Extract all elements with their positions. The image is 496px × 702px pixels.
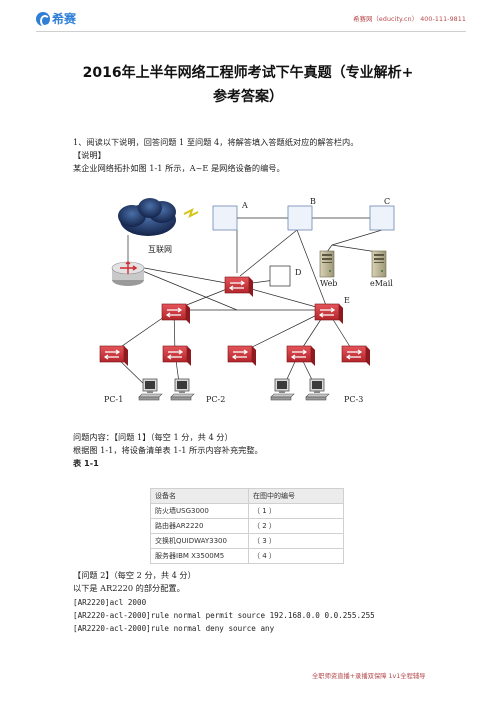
link-lightning-icon <box>183 208 199 218</box>
pc3a-computer-icon <box>270 378 295 401</box>
question-intro: 1、阅读以下说明，回答问题 1 至问题 4，将解答填入答题纸对应的解答栏内。 <box>73 137 359 147</box>
page-header: 希赛 希赛网（educity.cn） 400-111-9811 <box>36 8 466 32</box>
access-switch-5-icon <box>341 345 371 367</box>
access-switch-4-icon <box>286 345 316 367</box>
question2-heading: 【问题 2】（每空 2 分，共 4 分） <box>73 570 196 580</box>
brand-logo: 希赛 <box>36 10 76 27</box>
label-email: eMail <box>370 279 393 288</box>
label-pc1: PC-1 <box>104 395 123 404</box>
network-topology-diagram: 互联网 A B C D Web eMail E <box>99 197 395 404</box>
web-server-icon <box>319 250 335 278</box>
access-switch-3-icon <box>227 345 257 367</box>
page-title-line1: 2016年上半年网络工程师考试下午真题（专业解析+ <box>82 65 414 81</box>
table-cell: 防火墙USG3000 <box>150 503 249 519</box>
aggregation-switch-left-icon <box>161 303 191 325</box>
brand-logo-text: 希赛 <box>52 12 77 26</box>
internet-cloud <box>118 198 199 236</box>
table-cell: 交换机QUIDWAY3300 <box>150 533 249 549</box>
table-header-cell: 在图中的编号 <box>248 488 344 504</box>
question1-heading: 问题内容：【问题 1】（每空 1 分，共 4 分） <box>73 432 233 442</box>
table-row: 交换机QUIDWAY3300 （ 3 ） <box>150 533 344 549</box>
label-web: Web <box>320 279 337 288</box>
table-label: 表 1-1 <box>73 458 99 468</box>
aggregation-switch-e-icon <box>314 303 344 325</box>
device-box-a <box>212 205 238 231</box>
table-cell: （ 1 ） <box>248 503 344 519</box>
config-line-2: [AR2220-acl-2000]rule normal permit sour… <box>73 611 375 620</box>
email-server-icon <box>371 250 387 278</box>
topology-links <box>111 217 383 391</box>
label-pc3: PC-3 <box>344 395 363 404</box>
table-row: 服务器IBM X3500M5 （ 4 ） <box>150 548 344 564</box>
label-internet: 互联网 <box>148 245 172 254</box>
router-icon <box>111 261 145 286</box>
table-header-cell: 设备名 <box>150 488 249 504</box>
table-row: 防火墙USG3000 （ 1 ） <box>150 503 344 519</box>
label-e: E <box>344 296 350 305</box>
device-box-c <box>369 205 395 231</box>
label-d: D <box>295 268 301 277</box>
config-line-3: [AR2220-acl-2000]rule normal deny source… <box>73 624 275 633</box>
pc1-computer-icon <box>138 378 163 401</box>
table-cell: 路由器AR2220 <box>150 518 249 534</box>
core-switch-icon <box>224 276 254 298</box>
brand-logo-icon <box>36 11 50 27</box>
question2-text: 以下是 AR2220 的部分配置。 <box>73 583 185 593</box>
header-contact: 希赛网（educity.cn） 400-111-9811 <box>353 16 466 23</box>
label-c: C <box>384 197 390 206</box>
device-box-d <box>269 265 291 287</box>
device-list-table: 设备名 在图中的编号 防火墙USG3000 （ 1 ） 路由器AR2220 （ … <box>150 488 344 564</box>
note-text: 某企业网络拓扑如图 1-1 所示，A~E 是网络设备的编号。 <box>73 163 285 173</box>
pc3b-computer-icon <box>305 378 330 401</box>
table-cell: （ 2 ） <box>248 518 344 534</box>
note-heading: 【说明】 <box>73 150 106 160</box>
device-box-b <box>287 205 313 231</box>
table-cell: （ 3 ） <box>248 533 344 549</box>
config-line-1: [AR2220]acl 2000 <box>73 598 147 607</box>
page-title-line2: 参考答案） <box>213 89 283 105</box>
table-header-row: 设备名 在图中的编号 <box>150 488 344 504</box>
access-switch-1-icon <box>99 345 129 367</box>
table-cell: 服务器IBM X3500M5 <box>150 548 249 564</box>
page-footer: 全职师资直播+录播双保障 1v1全程辅导 <box>312 673 426 680</box>
label-pc2: PC-2 <box>206 395 225 404</box>
label-a: A <box>241 201 248 210</box>
table-cell: （ 4 ） <box>248 548 344 564</box>
table-row: 路由器AR2220 （ 2 ） <box>150 518 344 534</box>
question1-text: 根据图 1-1，将设备清单表 1-1 所示内容补充完整。 <box>73 445 263 455</box>
pc2-computer-icon <box>170 378 195 401</box>
access-switch-2-icon <box>162 345 192 367</box>
label-b: B <box>310 197 316 206</box>
